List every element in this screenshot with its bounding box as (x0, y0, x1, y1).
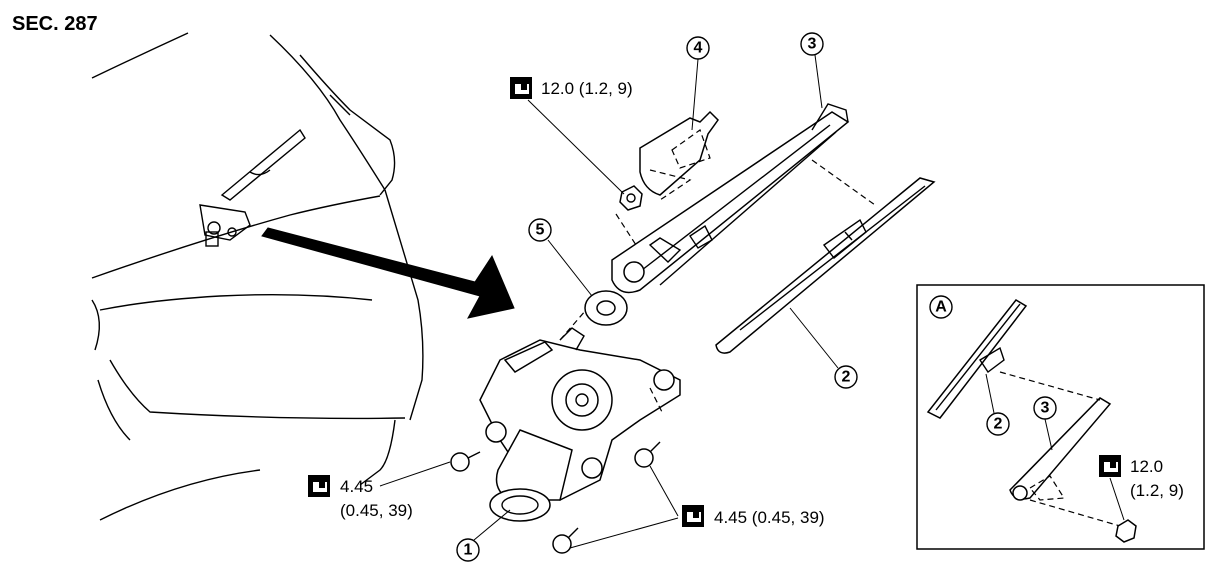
torque-wrench-icon (510, 77, 532, 99)
view-direction-arrow (261, 227, 515, 319)
vehicle-rear-outline (91, 32, 424, 521)
torque-value: 12.0 (1130, 457, 1163, 476)
svg-text:2: 2 (994, 416, 1003, 433)
motor-bolt-bottom (552, 527, 579, 554)
arm-cover (639, 110, 719, 201)
torque-units: (0.45, 39) (340, 501, 413, 520)
torque-value: 12.0 (1.2, 9) (541, 79, 633, 98)
inset-callout-2: 2 (985, 373, 1010, 436)
torque-spec-right-bolts: 4.45 (0.45, 39) (569, 465, 825, 549)
leader-motor-to-cap (559, 309, 587, 341)
svg-text:4: 4 (694, 40, 703, 57)
callout-1: 1 (456, 509, 511, 562)
callout-5: 5 (528, 218, 593, 297)
wiper-arm (611, 103, 850, 294)
torque-wrench-icon (682, 505, 704, 527)
svg-text:5: 5 (536, 222, 545, 239)
callout-3: 3 (800, 32, 824, 109)
detail-inset-a: A 2 3 12.0 (1.2, 9) (916, 284, 1205, 550)
motor-bolt-left (450, 451, 481, 472)
leader-arm-to-blade (811, 159, 876, 206)
torque-spec-arm-nut: 12.0 (1.2, 9) (510, 77, 633, 195)
torque-units: (1.2, 9) (1130, 481, 1184, 500)
inset-callout-3: 3 (1033, 396, 1057, 451)
torque-value: 4.45 (340, 477, 373, 496)
svg-text:A: A (935, 299, 947, 316)
leader-motor-right (649, 387, 663, 413)
torque-spec-inset: 12.0 (1.2, 9) (1099, 455, 1184, 521)
torque-wrench-icon (1099, 455, 1121, 477)
wiper-motor (479, 327, 681, 522)
torque-wrench-icon (308, 475, 330, 497)
callout-2: 2 (789, 307, 858, 389)
section-label: SEC. 287 (12, 13, 98, 35)
torque-value: 4.45 (0.45, 39) (714, 508, 825, 527)
inset-letter-a: A (929, 295, 953, 319)
motor-bolt-right (634, 441, 661, 468)
torque-spec-left-bolt: 4.45 (0.45, 39) (308, 461, 451, 520)
arm-nut (619, 185, 643, 211)
svg-text:3: 3 (808, 36, 817, 53)
wiper-blade (715, 177, 936, 354)
pivot-cap (584, 290, 628, 326)
callout-4: 4 (686, 36, 710, 131)
svg-text:3: 3 (1041, 400, 1050, 417)
leader-nut-to-arm (615, 213, 637, 246)
svg-text:2: 2 (842, 369, 851, 386)
svg-text:1: 1 (464, 542, 473, 559)
